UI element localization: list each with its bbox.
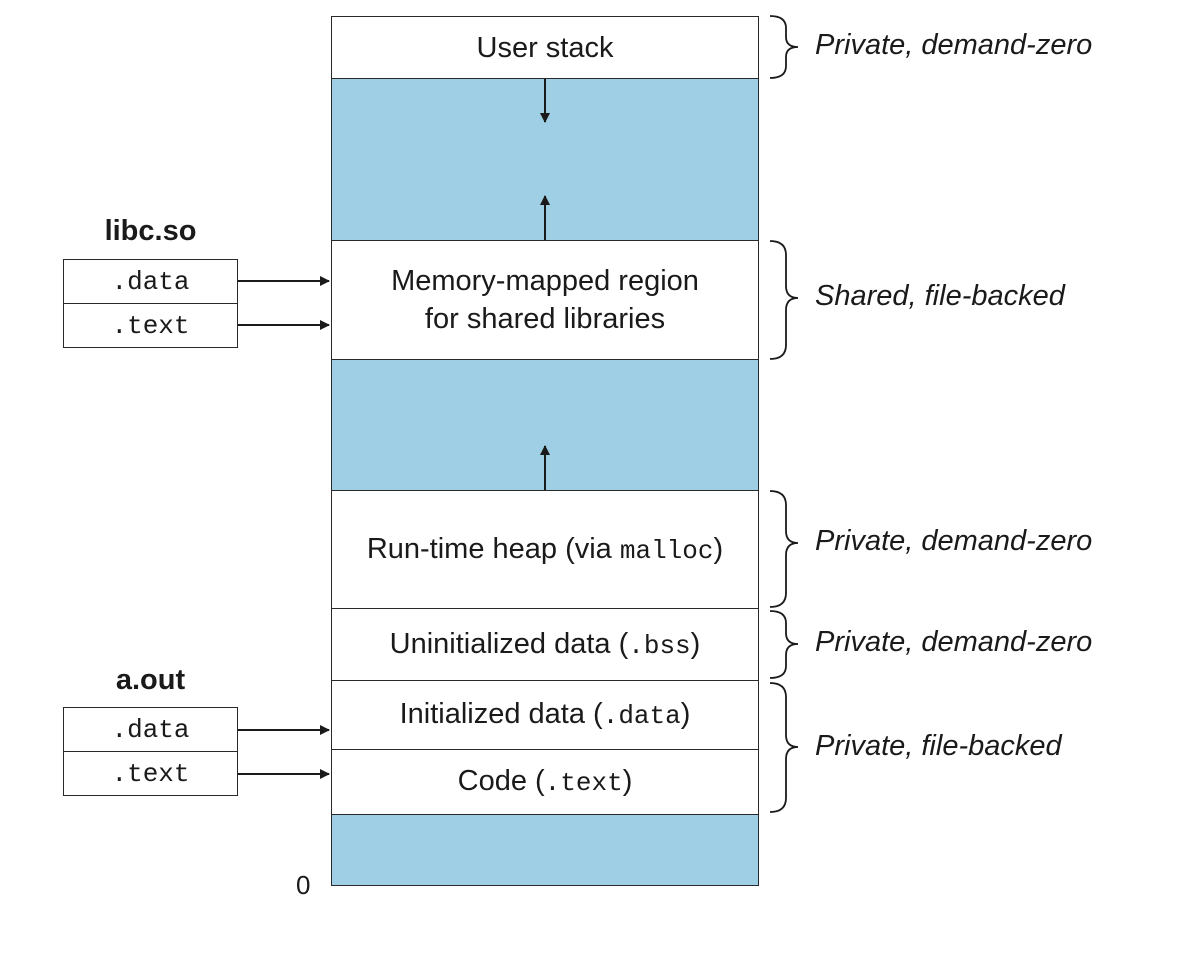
code-label: Code (.text) [457, 765, 633, 798]
libc-data-section: .data [111, 266, 190, 297]
address-zero-label: 0 [296, 870, 311, 900]
libc-title: libc.so [104, 215, 197, 247]
mmap-label-line2: for shared libraries [424, 303, 666, 335]
memory-mapped-region: Memory-mapped region for shared librarie… [331, 240, 759, 360]
code-region: Code (.text) [331, 749, 759, 815]
malloc-code: malloc [619, 535, 714, 566]
bss-annotation: Private, demand-zero [815, 626, 1093, 658]
heap-region: Run-time heap (via malloc) [331, 490, 759, 609]
stack-brace [769, 15, 799, 79]
libc-file-box: .data .text [63, 259, 238, 348]
data-label: Initialized data (.data) [399, 698, 691, 731]
heap-label: Run-time heap (via malloc) [366, 532, 724, 566]
user-stack-region: User stack [331, 16, 759, 79]
heap-brace [769, 490, 799, 608]
user-stack-label: User stack [476, 31, 614, 64]
bss-brace [769, 610, 799, 679]
aout-annotation: Private, file-backed [815, 730, 1062, 762]
aout-brace [769, 682, 799, 813]
data-code: .data [602, 701, 681, 731]
aout-title: a.out [115, 664, 186, 696]
bss-code: .bss [628, 630, 691, 661]
heap-annotation: Private, demand-zero [815, 525, 1093, 557]
unmapped-gap-bottom [331, 814, 759, 886]
stack-annotation: Private, demand-zero [815, 29, 1093, 61]
mmap-annotation: Shared, file-backed [815, 280, 1065, 312]
data-region: Initialized data (.data) [331, 680, 759, 750]
bss-label: Uninitialized data (.bss) [389, 627, 701, 661]
libc-text-section: .text [64, 303, 237, 347]
aout-data-section: .data [111, 714, 190, 745]
mmap-brace [769, 240, 799, 360]
aout-text-section: .text [64, 751, 237, 795]
mmap-label-line1: Memory-mapped region [391, 265, 699, 297]
text-code: .text [544, 768, 623, 798]
aout-file-box: .data .text [63, 707, 238, 796]
